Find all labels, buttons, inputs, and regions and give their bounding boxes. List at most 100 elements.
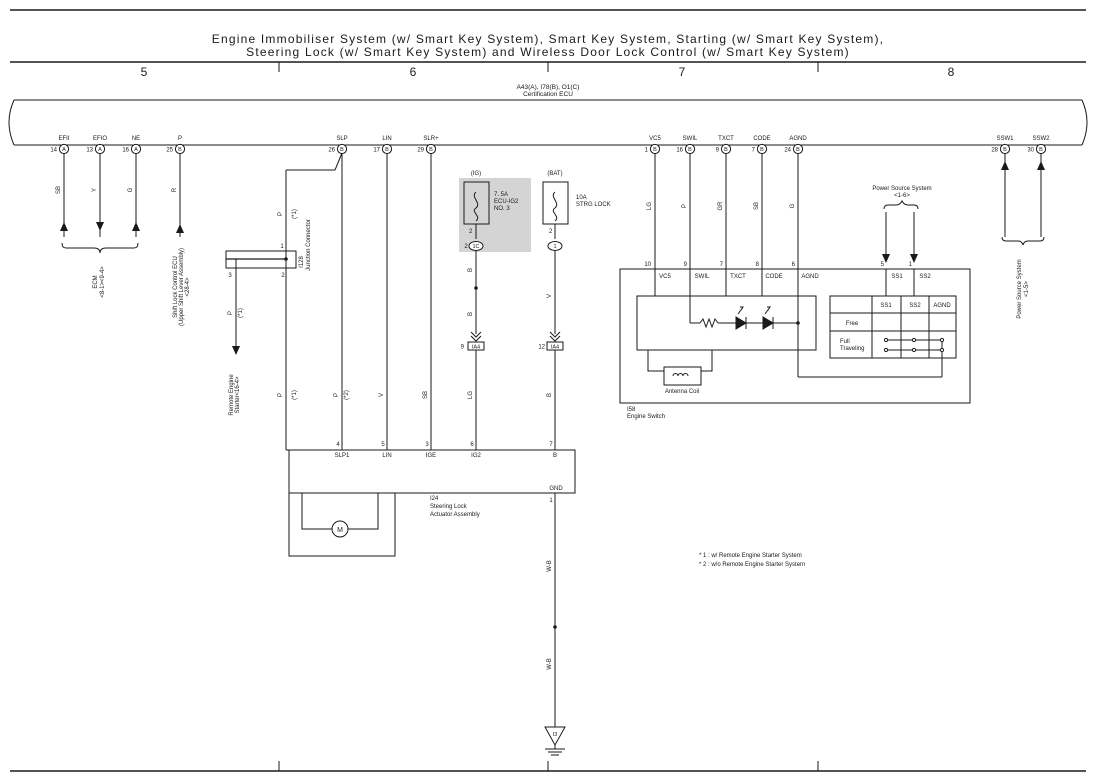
junction-pin-label: 1 bbox=[280, 244, 284, 250]
ground-id-label: I3 bbox=[553, 732, 558, 738]
grid-column-label: 7 bbox=[679, 65, 686, 79]
ecu-pin-name: EFIO bbox=[93, 136, 107, 142]
ecu-pin: B 28 SSW1 bbox=[991, 136, 1014, 155]
junction-pin-label: 2 bbox=[281, 273, 285, 279]
switch-pin-name: VC5 bbox=[659, 274, 671, 280]
switch-pin-name: TXCT bbox=[730, 274, 746, 280]
ecu-pin-name: NE bbox=[132, 136, 140, 142]
fuse-source-label: (IG) bbox=[471, 171, 481, 177]
fuse-ecu-ig2 bbox=[463, 181, 490, 342]
ecm-wires bbox=[60, 153, 140, 254]
switch-pin-number: 7 bbox=[720, 262, 724, 268]
wire-color-label: P bbox=[334, 393, 340, 397]
actuator-gnd-label: GND bbox=[549, 486, 563, 492]
ecu-connector-label: A43(A), I78(B), O1(C) bbox=[517, 84, 580, 91]
wire-note-label: (*1) bbox=[238, 308, 244, 318]
ecu-pin-number: 25 bbox=[166, 148, 173, 154]
ecu-pin-number: 30 bbox=[1027, 148, 1034, 154]
switch-table-row-label: Full bbox=[840, 339, 850, 345]
actuator-pin-name: IG2 bbox=[471, 453, 481, 459]
footnote: * 1 : w/ Remote Engine Starter System bbox=[699, 553, 802, 559]
switch-pin-name: AGND bbox=[801, 274, 819, 280]
ecu-pin-connector-letter: A bbox=[62, 147, 66, 153]
actuator-id-label: I24 bbox=[430, 496, 439, 502]
actuator-pin-name: B bbox=[553, 453, 557, 459]
wire-color-label: W-B bbox=[547, 560, 553, 572]
ecu-pin-name: VC5 bbox=[649, 136, 661, 142]
ecu-pin-name: SLR+ bbox=[423, 136, 439, 142]
engine-switch-name: Engine Switch bbox=[627, 414, 665, 420]
ecu-pin-name: SSW1 bbox=[996, 136, 1014, 142]
fuse-pin-label: 2 bbox=[549, 229, 553, 235]
shift-lock-wire bbox=[176, 153, 184, 237]
actuator-name-label: Steering Lock bbox=[430, 504, 468, 510]
switch-table-header: SS2 bbox=[909, 303, 921, 309]
wire-color-label: B bbox=[547, 393, 553, 397]
grid-column-label: 5 bbox=[141, 65, 148, 79]
actuator-pin-number: 6 bbox=[470, 442, 474, 448]
switch-table-header: AGND bbox=[933, 303, 951, 309]
wire-color-label: LG bbox=[468, 391, 474, 399]
ground-symbol bbox=[544, 726, 566, 756]
switch-pin-name: SWIL bbox=[695, 274, 710, 280]
motor-label: M bbox=[337, 527, 343, 534]
engine-switch bbox=[619, 268, 971, 404]
switch-table-row-label: Free bbox=[846, 321, 859, 327]
actuator-gnd-pin: 1 bbox=[549, 498, 553, 504]
ecu-pin-number: 1 bbox=[645, 148, 649, 154]
ecu-pin-number: 26 bbox=[328, 148, 335, 154]
diagram-title-line-2: Steering Lock (w/ Smart Key System) and … bbox=[246, 45, 850, 59]
switch-pin-name: SS2 bbox=[919, 274, 931, 280]
wire-color-label: P bbox=[278, 212, 284, 216]
ecu-pin-name: EFII bbox=[58, 136, 69, 142]
ecu-pin-connector-letter: B bbox=[688, 147, 692, 153]
wire-color-label: GR bbox=[718, 201, 724, 211]
wire-color-label: P bbox=[278, 393, 284, 397]
ecu-pin-number: 17 bbox=[373, 148, 380, 154]
ecu-pin-name: CODE bbox=[753, 136, 770, 142]
wire-color-label: B bbox=[468, 268, 474, 272]
actuator-name-label: Actuator Assembly bbox=[430, 512, 480, 518]
wire-color-label: LG bbox=[647, 202, 653, 210]
ecu-pin-connector-letter: B bbox=[385, 147, 389, 153]
actuator-pin-name: IGE bbox=[426, 453, 436, 459]
ia4-connector-left bbox=[467, 341, 485, 450]
ecu-pin-number: 28 bbox=[991, 148, 998, 154]
ecu-pin-number: 16 bbox=[122, 148, 129, 154]
switch-pin-number: 1 bbox=[909, 262, 913, 268]
steering-lock-actuator bbox=[288, 449, 576, 727]
remote-ref-page: Starter<16-4> bbox=[235, 376, 241, 414]
grid-column-label: 6 bbox=[410, 65, 417, 79]
junction-pin-label: 3 bbox=[228, 273, 232, 279]
wire-color-label: G bbox=[790, 203, 796, 208]
wire-color-label: Y bbox=[92, 188, 98, 192]
ecu-pin-connector-letter: B bbox=[1003, 147, 1007, 153]
diagram-title-line-1: Engine Immobiliser System (w/ Smart Key … bbox=[211, 32, 885, 46]
engine-switch-id: I58 bbox=[627, 407, 636, 413]
ecu-pin-connector-letter: B bbox=[760, 147, 764, 153]
junction-id-label: I128 bbox=[299, 256, 305, 268]
grid-column-label: 8 bbox=[948, 65, 955, 79]
actuator-pin-number: 3 bbox=[425, 442, 429, 448]
ecu-pin-name: SWIL bbox=[683, 136, 698, 142]
remote-ref-label: Remote Engine bbox=[229, 374, 235, 416]
ecu-pin-name: AGND bbox=[789, 136, 807, 142]
switch-table-row-label: Traveling bbox=[840, 346, 864, 352]
fuse-rating-label: 7. 5A bbox=[494, 192, 508, 198]
actuator-pin-name: SLP1 bbox=[335, 453, 350, 459]
actuator-pin-number: 5 bbox=[381, 442, 385, 448]
ecu-pin-group: A14EFIIA13EFIOA16NEB25PB26SLPB17LINB29SL… bbox=[50, 136, 1050, 155]
footnote: * 2 : w/o Remote Engine Starter System bbox=[699, 562, 805, 568]
wire-color-label: R bbox=[172, 187, 178, 192]
ia4-connector-right bbox=[546, 341, 564, 450]
wire-color-label: V bbox=[547, 294, 553, 298]
fuse-source-label: (BAT) bbox=[547, 171, 562, 177]
power-source-top-link bbox=[882, 199, 919, 263]
ia4-label: IA4 bbox=[472, 345, 480, 351]
fuse-strg-lock bbox=[542, 181, 569, 342]
ecm-ref-label: ECM bbox=[93, 275, 99, 288]
ecu-pin-name: SSW2 bbox=[1032, 136, 1050, 142]
